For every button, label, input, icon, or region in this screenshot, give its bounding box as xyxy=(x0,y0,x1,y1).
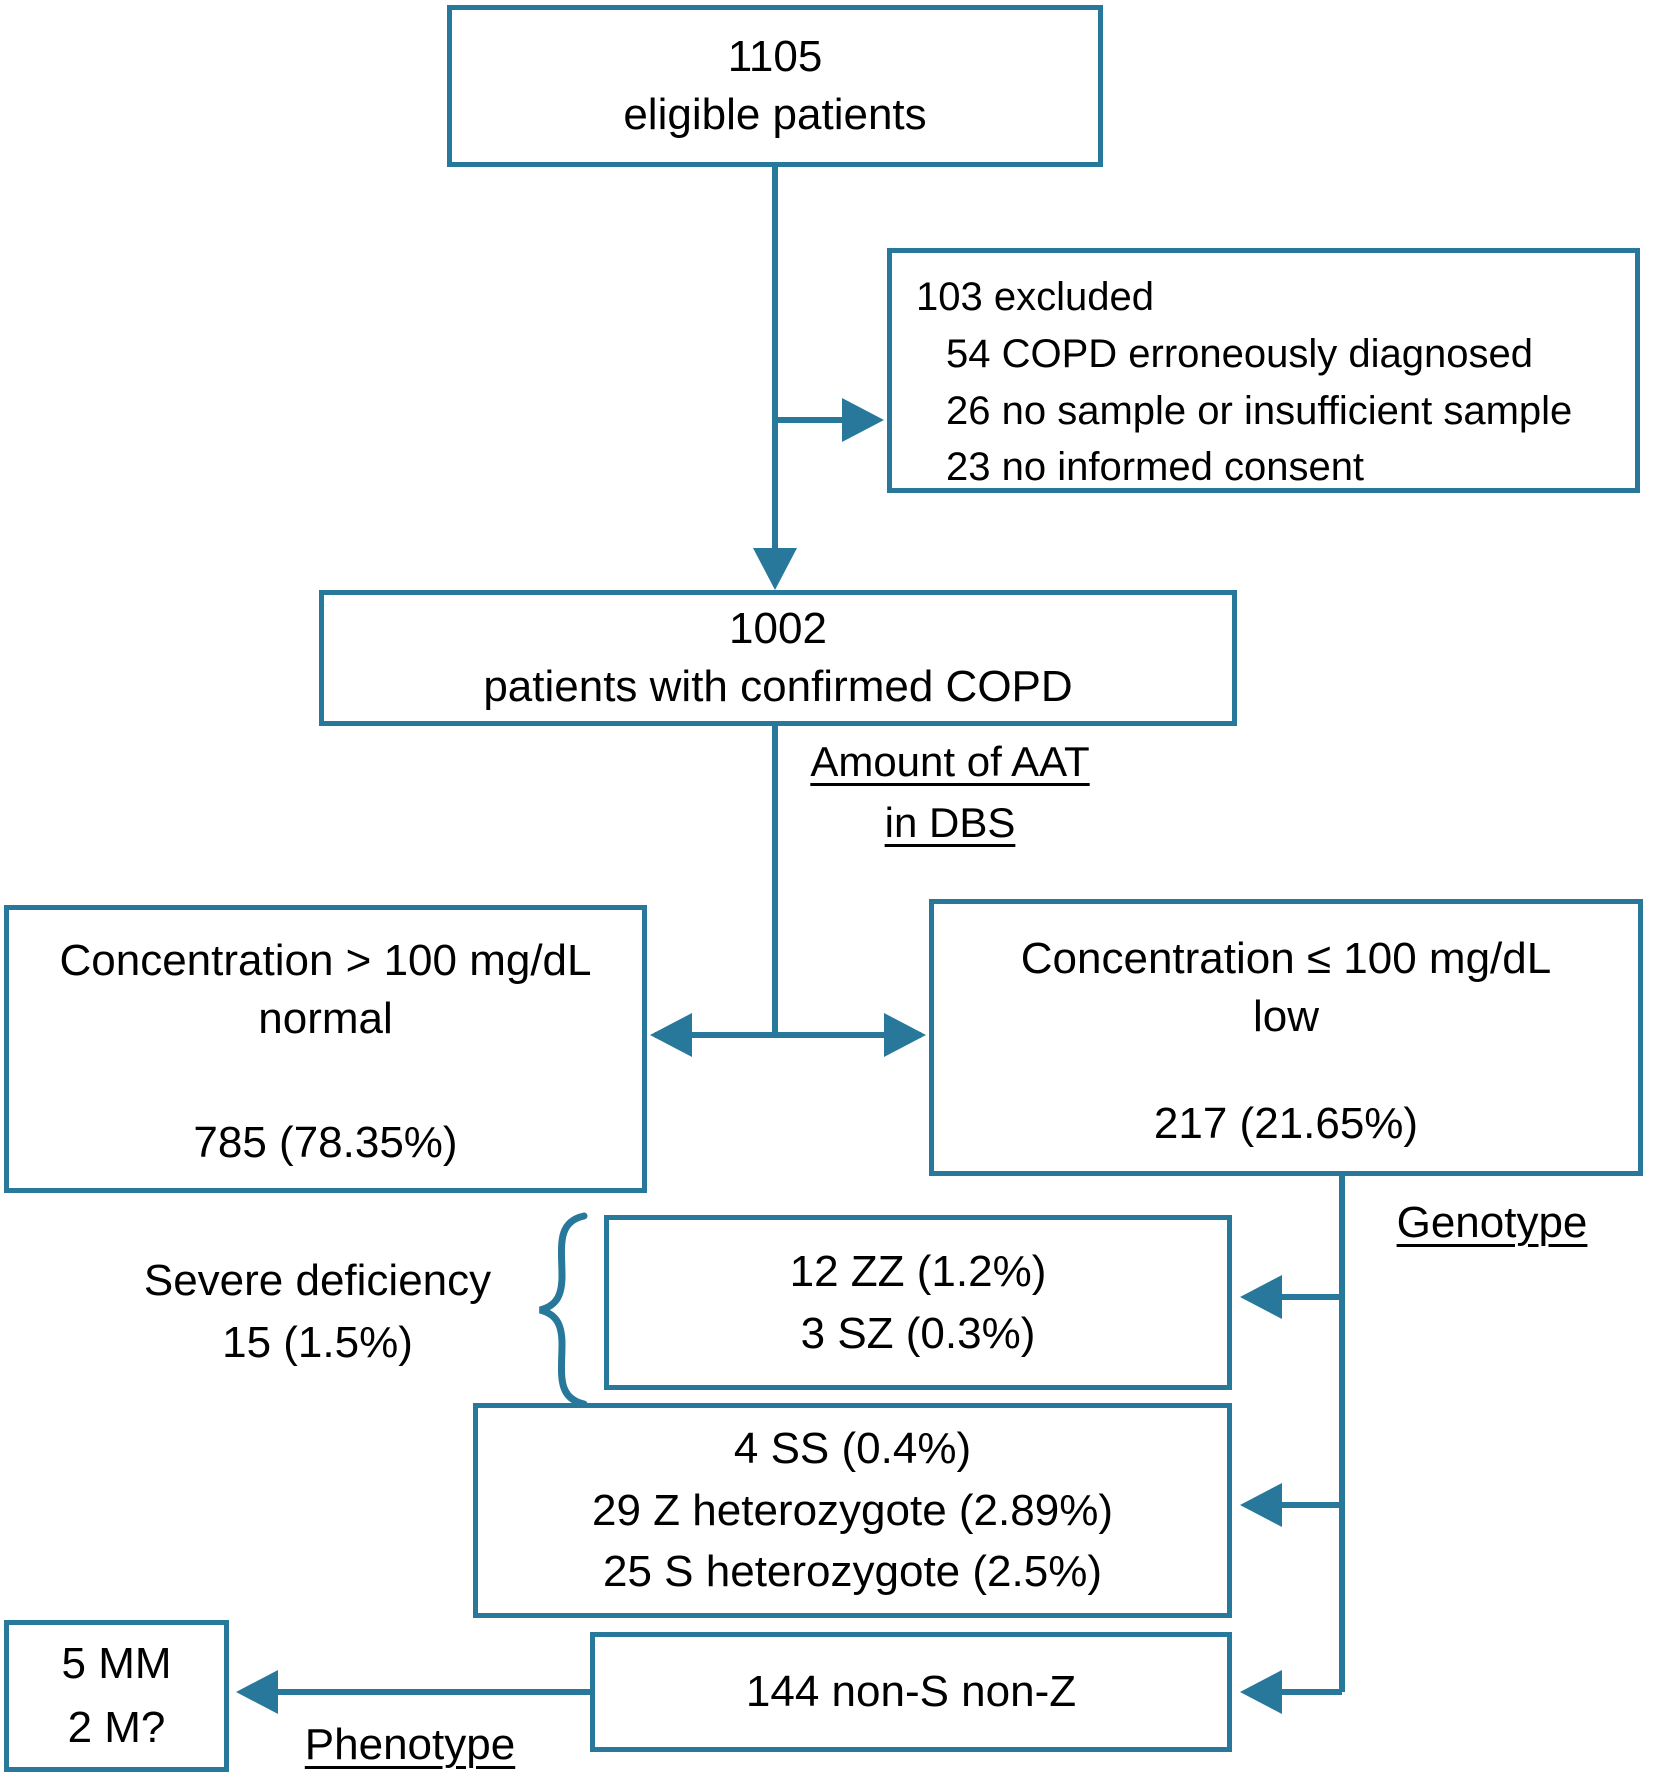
arrow-left-into-nonsz-icon xyxy=(1240,1670,1282,1714)
confirmed-count: 1002 xyxy=(729,603,827,653)
box-other-genotypes: 4 SS (0.4%) 29 Z heterozygote (2.89%) 25… xyxy=(473,1403,1232,1618)
arrow-down-into-confirmed-icon xyxy=(753,548,797,590)
excluded-item: 54 COPD erroneously diagnosed xyxy=(946,331,1534,376)
low-category: low xyxy=(1252,992,1319,1042)
phenotype-result-line: 5 MM xyxy=(61,1639,172,1689)
arrow-left-into-normal-icon xyxy=(650,1013,692,1057)
label-genotype: Genotype xyxy=(1362,1198,1622,1248)
confirmed-label: patients with confirmed COPD xyxy=(483,662,1073,711)
non-s-non-z-label: 144 non-S non-Z xyxy=(745,1666,1077,1716)
severe-genotype-line: 12 ZZ (1.2%) xyxy=(789,1246,1047,1296)
severe-label-line: Severe deficiency xyxy=(143,1256,492,1305)
arrow-right-into-low-icon xyxy=(884,1013,926,1057)
aat-label-line: in DBS xyxy=(884,798,1016,846)
label-severe-deficiency: Severe deficiency 15 (1.5%) xyxy=(95,1250,540,1373)
excluded-item: 26 no sample or insufficient sample xyxy=(946,388,1573,433)
box-eligible-patients: 1105 eligible patients xyxy=(447,5,1103,167)
excluded-title: 103 excluded xyxy=(916,275,1154,319)
arrow-left-into-severe-genotype-icon xyxy=(1240,1275,1282,1319)
other-genotype-line: 29 Z heterozygote (2.89%) xyxy=(592,1485,1113,1535)
phenotype-label-text: Phenotype xyxy=(304,1720,516,1769)
genotype-label-text: Genotype xyxy=(1396,1198,1588,1247)
severe-label-line: 15 (1.5%) xyxy=(222,1317,413,1367)
curly-brace-icon xyxy=(538,1212,588,1408)
normal-count: 785 (78.35%) xyxy=(193,1117,458,1167)
arrow-left-into-phenotype-result-icon xyxy=(236,1670,278,1714)
arrow-left-into-other-genotype-icon xyxy=(1240,1483,1282,1527)
label-aat-in-dbs: Amount of AAT in DBS xyxy=(790,732,1110,854)
low-criterion-group: Concentration ≤ 100 mg/dL low xyxy=(1021,930,1551,1046)
aat-label-line: Amount of AAT xyxy=(810,738,1090,785)
box-severe-genotypes: 12 ZZ (1.2%) 3 SZ (0.3%) xyxy=(604,1215,1232,1390)
other-genotype-line: 4 SS (0.4%) xyxy=(733,1424,972,1474)
normal-criterion: Concentration > 100 mg/dL xyxy=(59,936,592,985)
box-low-concentration: Concentration ≤ 100 mg/dL low 217 (21.65… xyxy=(929,899,1643,1176)
eligible-label: eligible patients xyxy=(623,90,927,139)
excluded-item: 23 no informed consent xyxy=(946,445,1365,490)
severe-genotype-line: 3 SZ (0.3%) xyxy=(800,1308,1036,1358)
normal-category: normal xyxy=(258,994,393,1044)
box-normal-concentration: Concentration > 100 mg/dL normal 785 (78… xyxy=(4,905,647,1193)
low-count: 217 (21.65%) xyxy=(1153,1098,1419,1148)
box-confirmed-copd: 1002 patients with confirmed COPD xyxy=(319,590,1237,726)
other-genotype-line: 25 S heterozygote (2.5%) xyxy=(603,1547,1102,1597)
box-non-s-non-z: 144 non-S non-Z xyxy=(590,1632,1232,1752)
arrow-right-into-excluded-icon xyxy=(842,398,884,442)
normal-criterion-group: Concentration > 100 mg/dL normal xyxy=(59,932,591,1048)
label-phenotype: Phenotype xyxy=(285,1720,535,1770)
phenotype-result-line: 2 M? xyxy=(67,1703,166,1752)
box-excluded: 103 excluded 54 COPD erroneously diagnos… xyxy=(887,248,1640,493)
box-phenotype-result: 5 MM 2 M? xyxy=(4,1620,229,1772)
low-criterion: Concentration ≤ 100 mg/dL xyxy=(1020,934,1552,983)
eligible-count: 1105 xyxy=(727,31,823,81)
